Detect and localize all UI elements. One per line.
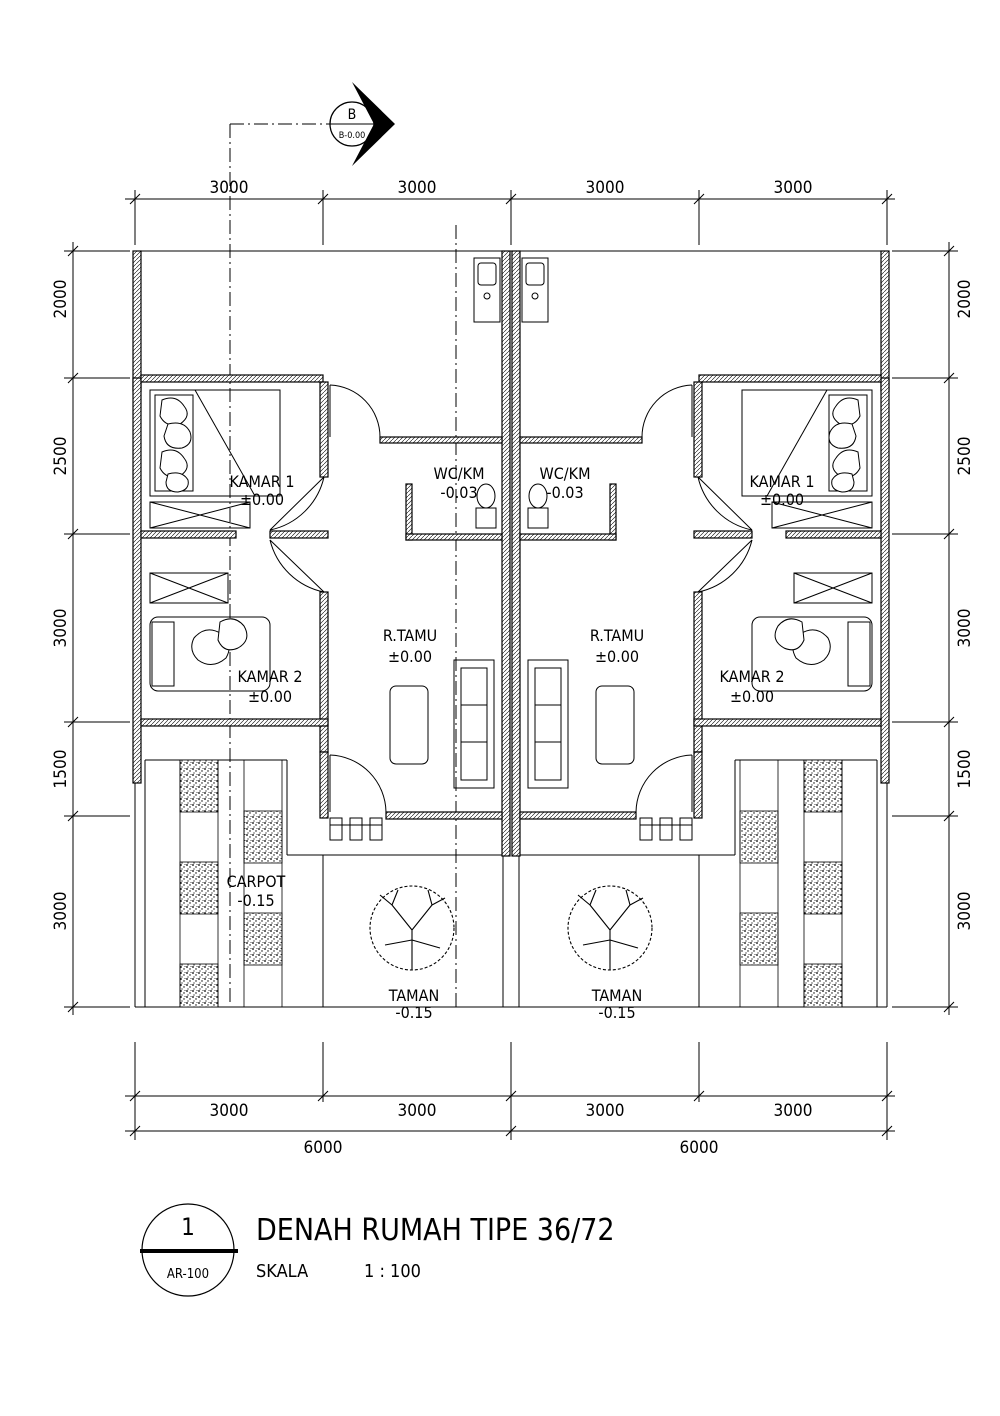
room-level-carpot: -0.15 xyxy=(237,891,274,910)
room-labels: KAMAR 1 ±0.00 WC/KM -0.03 R.TAMU ±0.00 K… xyxy=(227,464,815,1022)
room-name-kamar1-left: KAMAR 1 xyxy=(230,472,295,491)
section-ref: B-0.00 xyxy=(339,131,366,141)
scale-value: 1 : 100 xyxy=(364,1261,421,1282)
room-level-kamar1-right: ±0.00 xyxy=(760,490,804,509)
sheet-reference: AR-100 xyxy=(167,1267,209,1282)
dim-bottom-4: 3000 xyxy=(774,1101,813,1121)
dim-left-1: 2000 xyxy=(51,280,71,319)
section-letter: B xyxy=(348,107,357,123)
room-level-wc-right: -0.03 xyxy=(546,483,583,502)
dim-left-2: 2500 xyxy=(51,437,71,476)
furniture xyxy=(149,257,873,789)
windows xyxy=(329,817,693,841)
scale-label: SKALA xyxy=(256,1261,308,1282)
dim-left-3: 3000 xyxy=(51,609,71,648)
room-name-taman-right: TAMAN xyxy=(591,986,642,1005)
pillows xyxy=(159,397,861,665)
room-name-tamu-left: R.TAMU xyxy=(383,626,437,645)
doors xyxy=(269,384,753,813)
garden-tree-icon xyxy=(369,885,455,971)
dim-top-4: 3000 xyxy=(774,178,813,198)
room-name-carpot: CARPOT xyxy=(227,872,286,891)
dim-total-2: 6000 xyxy=(680,1138,719,1158)
room-name-kamar2-left: KAMAR 2 xyxy=(238,667,303,686)
dim-top-3: 3000 xyxy=(586,178,625,198)
dim-right-2: 2500 xyxy=(955,437,975,476)
section-marker: B B-0.00 xyxy=(229,82,457,1010)
room-name-tamu-right: R.TAMU xyxy=(590,626,644,645)
dim-right-5: 3000 xyxy=(955,892,975,931)
drawing-title: DENAH RUMAH TIPE 36/72 xyxy=(256,1213,615,1248)
room-name-wc-left: WC/KM xyxy=(434,464,485,483)
carport-paving xyxy=(179,759,843,1008)
room-level-kamar2-right: ±0.00 xyxy=(730,687,774,706)
dim-left-5: 3000 xyxy=(51,892,71,931)
room-level-tamu-right: ±0.00 xyxy=(595,647,639,666)
dim-right-4: 1500 xyxy=(955,750,975,789)
room-name-wc-right: WC/KM xyxy=(540,464,591,483)
room-level-kamar1-left: ±0.00 xyxy=(240,490,284,509)
dim-bottom-3: 3000 xyxy=(586,1101,625,1121)
garden-tree-icon xyxy=(567,885,653,971)
dim-top-1: 3000 xyxy=(210,178,249,198)
dim-bottom-1: 3000 xyxy=(210,1101,249,1121)
room-level-tamu-left: ±0.00 xyxy=(388,647,432,666)
dim-right-3: 3000 xyxy=(955,609,975,648)
dimension-texts: 3000 3000 3000 3000 3000 3000 3000 3000 … xyxy=(51,178,975,1158)
walls xyxy=(132,250,890,857)
room-name-taman-left: TAMAN xyxy=(388,986,439,1005)
room-level-kamar2-left: ±0.00 xyxy=(248,687,292,706)
dimension-lines xyxy=(64,190,958,1140)
drawing-number: 1 xyxy=(181,1213,195,1241)
dim-left-4: 1500 xyxy=(51,750,71,789)
room-level-taman-right: -0.15 xyxy=(598,1003,635,1022)
dim-top-2: 3000 xyxy=(398,178,437,198)
dim-total-1: 6000 xyxy=(304,1138,343,1158)
dim-bottom-2: 3000 xyxy=(398,1101,437,1121)
room-name-kamar1-right: KAMAR 1 xyxy=(750,472,815,491)
room-level-wc-left: -0.03 xyxy=(440,483,477,502)
room-name-kamar2-right: KAMAR 2 xyxy=(720,667,785,686)
room-level-taman-left: -0.15 xyxy=(395,1003,432,1022)
title-block: 1 AR-100 DENAH RUMAH TIPE 36/72 SKALA 1 … xyxy=(140,1203,615,1297)
dim-right-1: 2000 xyxy=(955,280,975,319)
